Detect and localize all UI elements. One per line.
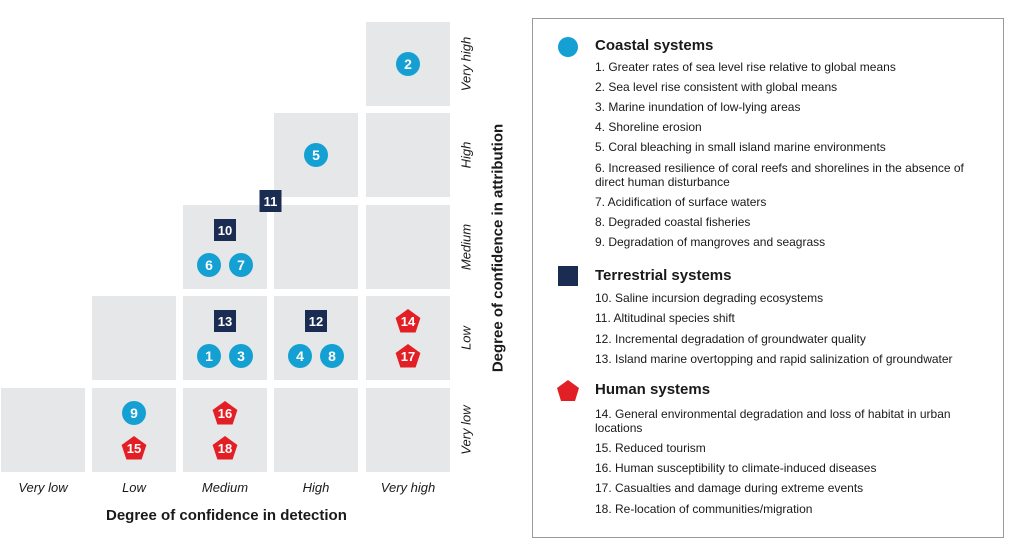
legend-item-17: 17. Casualties and damage during extreme…	[595, 481, 864, 495]
matrix-cell-low-low	[92, 296, 176, 380]
marker-square-11	[259, 190, 282, 212]
marker-label-6: 6	[205, 257, 213, 273]
y-level-low: Low	[458, 326, 474, 350]
marker-circle-1	[197, 344, 221, 368]
marker-circle-2	[396, 52, 420, 76]
pentagon-icon	[557, 380, 579, 401]
x-level-low: Low	[122, 480, 146, 495]
marker-pentagon-16	[212, 401, 238, 425]
x-level-medium: Medium	[201, 480, 249, 495]
y-level-medium: Medium	[458, 223, 474, 271]
legend-item-13: 13. Island marine overtopping and rapid …	[595, 352, 953, 366]
matrix-cell-medium-low	[183, 296, 267, 380]
marker-label-13: 13	[218, 314, 232, 329]
matrix-cell-high-very-low	[274, 388, 358, 472]
matrix-cell-very-high-very-low	[366, 388, 450, 472]
legend-title-terrestrial: Terrestrial systems	[595, 267, 732, 284]
legend-item-11: 11. Altitudinal species shift	[595, 311, 735, 325]
circle-icon	[558, 37, 578, 57]
legend-item-18: 18. Re-location of communities/migration	[595, 502, 813, 516]
marker-label-8: 8	[328, 348, 336, 364]
marker-circle-3	[229, 344, 253, 368]
legend-item-16: 16. Human susceptibility to climate-indu…	[595, 461, 877, 475]
marker-label-4: 4	[296, 348, 304, 364]
marker-label-11: 11	[264, 194, 278, 209]
marker-label-17: 17	[401, 349, 415, 364]
legend-item-12: 12. Incremental degradation of groundwat…	[595, 332, 866, 346]
x-level-very-high: Very high	[380, 480, 436, 495]
marker-square-10	[214, 219, 236, 241]
legend-item-15: 15. Reduced tourism	[595, 441, 706, 455]
marker-label-7: 7	[237, 257, 245, 273]
legend-item-2: 2. Sea level rise consistent with global…	[595, 80, 838, 94]
marker-circle-7	[229, 253, 253, 277]
legend-box	[532, 18, 1004, 538]
legend-item-6: 6. Increased resilience of coral reefs a…	[595, 161, 964, 189]
square-icon	[558, 266, 578, 286]
marker-label-10: 10	[218, 223, 232, 238]
legend-item-1: 1. Greater rates of sea level rise relat…	[595, 60, 896, 74]
legend-item-5: 5. Coral bleaching in small island marin…	[595, 140, 886, 154]
x-axis-title: Degree of confidence in detection	[106, 507, 347, 524]
marker-label-18: 18	[218, 441, 232, 456]
marker-label-9: 9	[130, 405, 138, 421]
matrix-cell-medium-medium	[183, 205, 267, 289]
y-level-very-high: Very high	[458, 36, 474, 92]
legend-item-3: 3. Marine inundation of low-lying areas	[595, 100, 801, 114]
marker-label-5: 5	[312, 147, 320, 163]
matrix-cell-very-high-high	[366, 113, 450, 197]
legend-item-9: 9. Degradation of mangroves and seagrass	[595, 235, 826, 249]
marker-label-3: 3	[237, 348, 245, 364]
marker-circle-6	[197, 253, 221, 277]
marker-square-13	[214, 310, 236, 332]
legend-item-10: 10. Saline incursion degrading ecosystem…	[595, 291, 824, 305]
marker-pentagon-18	[212, 436, 238, 460]
legend-item-8: 8. Degraded coastal fisheries	[595, 215, 751, 229]
matrix-cell-high-medium	[274, 205, 358, 289]
marker-circle-4	[288, 344, 312, 368]
x-level-high: High	[302, 480, 330, 495]
legend-title-human: Human systems	[595, 381, 711, 398]
marker-circle-9	[122, 401, 146, 425]
marker-label-14: 14	[401, 314, 416, 329]
matrix-cell-very-high-medium	[366, 205, 450, 289]
legend-title-coastal: Coastal systems	[595, 37, 714, 54]
y-level-very-low: Very low	[458, 405, 474, 455]
matrix-cell-very-low-very-low	[1, 388, 85, 472]
marker-pentagon-17	[395, 344, 421, 368]
marker-pentagon-15	[121, 436, 147, 460]
x-level-very-low: Very low	[18, 480, 68, 495]
legend-item-7: 7. Acidification of surface waters	[595, 195, 767, 209]
y-axis-title: Degree of confidence in attribution	[489, 123, 507, 373]
marker-label-1: 1	[205, 348, 213, 364]
marker-circle-5	[304, 143, 328, 167]
legend-item-14: 14. General environmental degradation an…	[595, 407, 951, 435]
marker-label-2: 2	[404, 56, 412, 72]
marker-label-15: 15	[127, 441, 141, 456]
marker-label-16: 16	[218, 406, 232, 421]
marker-circle-8	[320, 344, 344, 368]
marker-pentagon-14	[395, 309, 421, 333]
matrix-cell-high-low	[274, 296, 358, 380]
y-level-high: High	[458, 141, 474, 169]
marker-label-12: 12	[309, 314, 323, 329]
marker-square-12	[305, 310, 327, 332]
legend-item-4: 4. Shoreline erosion	[595, 120, 702, 134]
